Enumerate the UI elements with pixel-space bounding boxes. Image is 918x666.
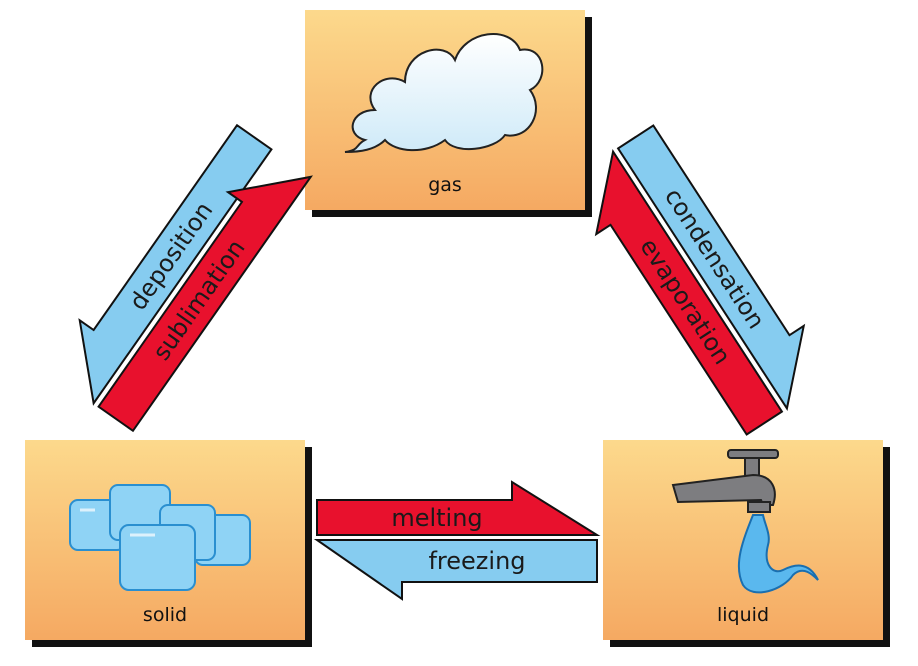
sublimation-arrow: [97, 175, 313, 433]
freezing-arrow: [313, 539, 598, 601]
freezing-label: freezing: [428, 547, 525, 575]
state-label-gas: gas: [428, 174, 462, 196]
cloud-icon: [344, 33, 544, 153]
state-label-solid: solid: [142, 604, 188, 626]
deposition-arrow: [78, 123, 273, 406]
melting-arrow: [316, 480, 601, 536]
state-box-solid: solid: [25, 440, 305, 640]
ice-cubes-icon: [69, 484, 251, 591]
state-box-liquid: liquid: [603, 440, 883, 640]
faucet-icon: [671, 449, 819, 594]
state-label-liquid: liquid: [717, 604, 769, 626]
state-box-gas: gas: [305, 10, 585, 210]
evaporation-arrow: [594, 149, 784, 436]
condensation-arrow: [616, 124, 806, 411]
melting-label: melting: [391, 504, 482, 532]
